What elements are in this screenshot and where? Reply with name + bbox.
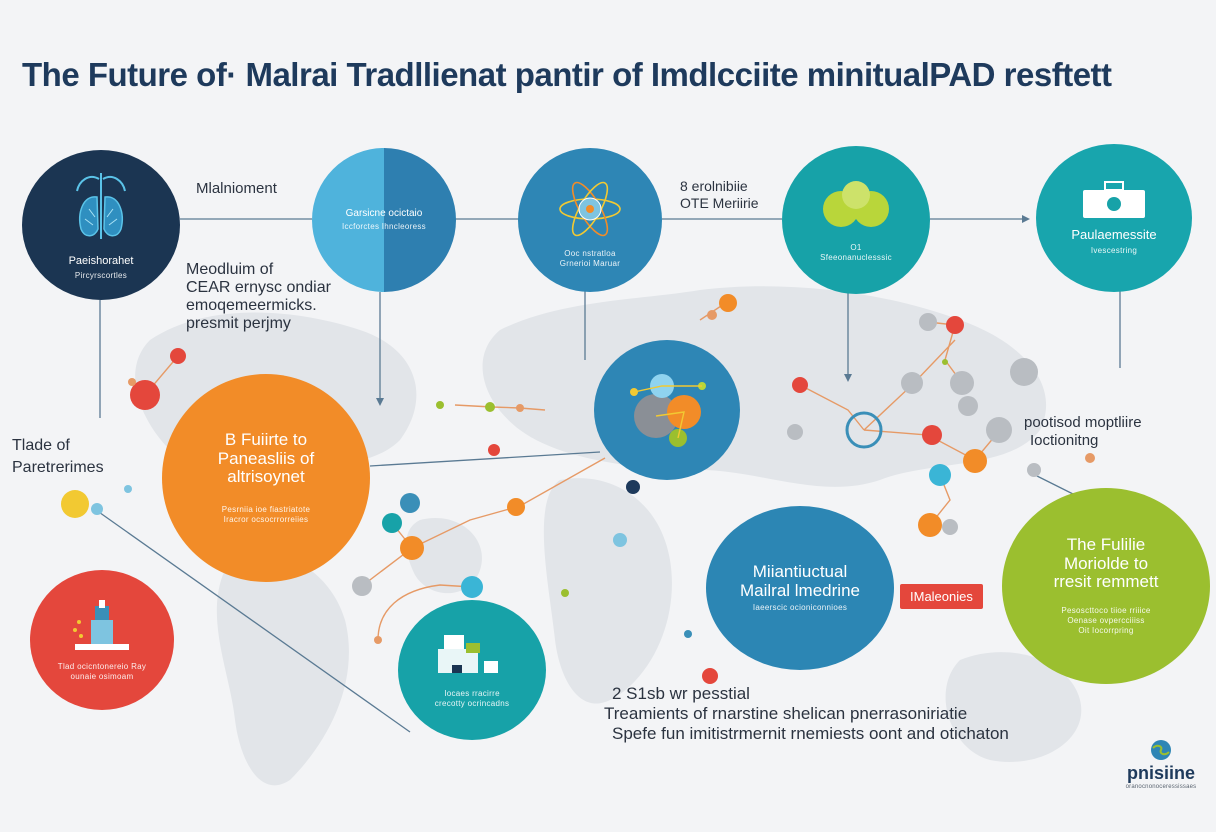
lungs-icon	[71, 169, 131, 249]
node-11-circle: Iocaes rracirre crecotty ocrincadns	[398, 600, 546, 740]
node-9-title-line-3: rresit remmett	[1053, 572, 1159, 592]
molecule-icon	[811, 177, 901, 237]
page-title: The Future of· Malrai Tradllienat pantir…	[22, 56, 1112, 93]
node-10-subtitle-1: Tlad ocicntonereio Ray	[57, 662, 147, 671]
connector-lines	[95, 215, 1121, 733]
node-5-circle: Paulaemessite Ivescestring	[1036, 144, 1192, 292]
node-9-circle: The Fulilie Moriolde to rresit remmett P…	[1002, 488, 1210, 684]
node-3-subtitle-1: Ooc nstratloa	[564, 248, 616, 258]
node-6-circle: B Fuiirte to Paneasliis of altrisoynet P…	[162, 374, 370, 582]
lab-tower-icon	[67, 598, 137, 654]
label-bottom-line-3: Spefe fun imitistrmernit rnemiests oont …	[612, 724, 1009, 743]
label-bottom-line-2: Treamients of rnarstine shelican pnerras…	[604, 704, 968, 723]
node-6-title-line-3: altrisoynet	[227, 467, 305, 487]
node-3-subtitle-2: Grnerioi Maruar	[559, 258, 621, 268]
label-meodluim-line-1: Meodluim of	[186, 261, 274, 278]
network-dots	[61, 294, 1095, 684]
label-tlade-line-2: Paretrerimes	[12, 459, 104, 476]
label-pootisod-line-1: pootisod moptliire	[1024, 414, 1142, 431]
node-6-subtitle-2: Iracror ocsocrrorreiies	[223, 515, 309, 525]
label-erolnibiie-line-2: OTE Meriirie	[680, 195, 759, 211]
node-1-circle: Paeishorahet Pircyrscortles	[22, 150, 180, 300]
node-6-title-line-1: B Fuiirte to	[224, 429, 308, 449]
node-8-subtitle: Iaeerscic ocioniconnioes	[752, 603, 848, 613]
node-6-title-line-2: Paneasliis of	[217, 448, 315, 468]
node-5-subtitle: Ivescestring	[1090, 245, 1138, 255]
label-mlalnioment: Mlalnioment	[196, 180, 277, 197]
brand-logo: pnisiine oranocnonoceressissaes	[1116, 738, 1206, 790]
logo-name: pnisiine	[1126, 763, 1195, 783]
node-8-title-line-1: Miiantiuctual	[752, 561, 848, 581]
node-8-title-line-2: Mailral lmedrine	[740, 580, 860, 600]
label-tlade-line-1: Tlade of	[12, 437, 70, 454]
node-4-circle: O1 Sfeeonanuclesssic	[782, 146, 930, 294]
node-9-subtitle-2: Oenase ovpercciiiss	[1067, 616, 1145, 626]
node-5-title: Paulaemessite	[1071, 227, 1157, 243]
node-2-title: Garsicne ocictaio	[345, 207, 423, 219]
node-9-subtitle-3: Oit Iocorrpring	[1078, 626, 1134, 636]
node-2-circle: Garsicne ocictaio Iccforctes Ihncleoress	[312, 148, 456, 292]
node-9-title-line-1: The Fulilie	[1066, 534, 1146, 554]
atom-globe-icon	[553, 172, 627, 246]
node-10-subtitle-2: ounaie osimoam	[70, 672, 134, 681]
node-1-subtitle: Pircyrscortles	[74, 270, 128, 280]
node-4-subtitle-1: O1	[850, 243, 862, 252]
node-3-circle: Ooc nstratloa Grnerioi Maruar	[518, 148, 662, 292]
logo-subtitle: oranocnonoceressissaes	[1125, 784, 1197, 790]
node-2-subtitle: Iccforctes Ihncleoress	[342, 222, 426, 232]
node-6-subtitle-1: Pesrniia ioe fiastriatote	[221, 505, 311, 515]
node-8-circle: Miiantiuctual Mailral lmedrine Iaeerscic…	[706, 506, 894, 670]
lab-equipment-icon	[432, 631, 512, 681]
node-11-subtitle-1: Iocaes rracirre	[444, 689, 500, 698]
node-11-subtitle-2: crecotty ocrincadns	[434, 699, 510, 708]
node-4-subtitle-2: Sfeeonanuclesssic	[820, 253, 892, 262]
node-10-circle: Tlad ocicntonereio Ray ounaie osimoam	[30, 570, 174, 710]
node-9-title-line-2: Moriolde to	[1063, 553, 1149, 573]
globe-logo-icon	[1149, 738, 1173, 762]
globe-molecules-icon	[612, 360, 722, 460]
label-bottom-line-1: 2 S1sb wr pesstial	[612, 684, 750, 703]
label-meodluim-line-2: CEAR ernysc ondiar	[186, 279, 331, 296]
medical-kit-icon	[1079, 180, 1149, 220]
node-9-subtitle-1: Pesoscttoco tiioe rriiice	[1061, 606, 1151, 616]
label-meodluim-line-4: presmit perjmy	[186, 315, 291, 332]
label-pootisod-line-2: Ioctionitng	[1030, 432, 1099, 449]
node-1-title: Paeishorahet	[68, 255, 134, 268]
status-badge: IMaleonies	[900, 584, 983, 609]
label-meodluim-line-3: emoqemeermicks.	[186, 297, 317, 314]
node-7-circle	[594, 340, 740, 480]
label-erolnibiie-line-1: 8 erolnibiie	[680, 178, 748, 194]
